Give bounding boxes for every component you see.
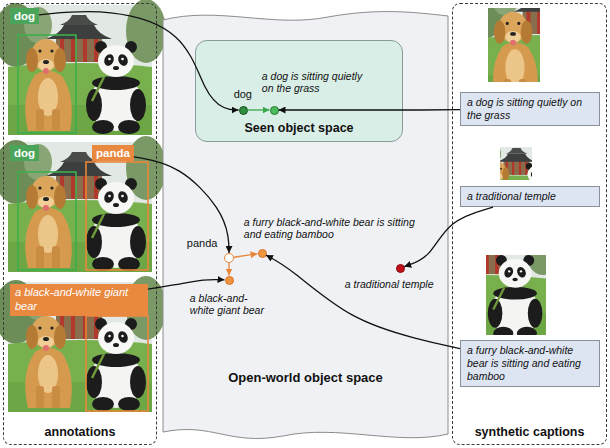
annotated-photo-part [18, 35, 76, 133]
caption-text: a traditional temple [467, 190, 593, 203]
embedding-point: a furry black-and-white bear is sitting … [258, 249, 267, 258]
point-label: a furry black-and-white bear is sitting … [244, 216, 419, 241]
connector-arrow [279, 109, 461, 111]
annotated-photo-part [86, 162, 148, 270]
space-title: Open-world object space [163, 370, 448, 385]
connector-arrow [228, 263, 229, 276]
caption-box: a dog is sitting quietly on the grass [460, 92, 600, 126]
annotated-photo [0, 136, 166, 272]
caption-box: a traditional temple [460, 186, 600, 207]
captions-panel: synthetic captions a dog is sitting quiet… [452, 3, 607, 445]
point-label: panda [175, 237, 217, 250]
connector-arrow [134, 157, 229, 253]
point-label: a traditional temple [345, 278, 440, 291]
point-label: dog [228, 88, 258, 101]
annotated-photo [0, 0, 166, 135]
tag-label: a black-and-white giant bear [15, 286, 143, 314]
annotated-photo-part [86, 316, 148, 411]
tag-label: dog [14, 146, 35, 160]
connector-arrow [404, 207, 493, 266]
panel-title: synthetic captions [453, 425, 606, 439]
class-tag: dog [10, 8, 39, 24]
tag-label: panda [96, 146, 130, 160]
embedding-point: a dog is sitting quietly on the grass [270, 106, 279, 115]
class-tag: panda [92, 145, 134, 161]
connector-arrow [148, 280, 225, 290]
embedding-point: a black-and-white giant bear [225, 276, 234, 285]
annotated-photo-part [18, 172, 76, 270]
connector-arrow [248, 109, 270, 110]
point-label: a black-and-white giant bear [190, 292, 268, 317]
annotations-panel: annotations dog dog panda a black-and-white … [3, 3, 157, 445]
annotated-photo-part [0, 0, 166, 135]
embedding-point: dog [239, 106, 248, 115]
space-outline-shape [163, 12, 448, 439]
caption-text: a furry black-and-white bear is sitting … [467, 344, 593, 383]
point-label: a dog is sitting quietly on the grass [262, 70, 372, 95]
caption-text: a dog is sitting quietly on the grass [467, 96, 593, 122]
annotated-photo [0, 276, 166, 412]
connector-arrow [39, 12, 238, 110]
annotated-photo-part [0, 276, 166, 412]
connector-arrow [266, 255, 460, 348]
tag-label: dog [14, 9, 35, 23]
embedding-point: a traditional temple [396, 264, 405, 273]
seen-space: Seen object space dog a dog is sitting qui… [195, 40, 403, 142]
annotated-photo-part [0, 136, 166, 272]
dog-crop [463, 0, 610, 104]
dog-crop-part [463, 0, 610, 104]
embedding-point: panda [224, 253, 234, 263]
caption-box: a furry black-and-white bear is sitting … [460, 340, 600, 387]
connector-arrow [234, 254, 258, 258]
open-world-space: Open-world object space Seen object space… [163, 8, 448, 444]
description-tag: a black-and-white giant bear [10, 284, 148, 316]
class-tag: dog [10, 145, 39, 161]
panel-title: annotations [4, 425, 156, 439]
space-title: Seen object space [196, 121, 402, 135]
